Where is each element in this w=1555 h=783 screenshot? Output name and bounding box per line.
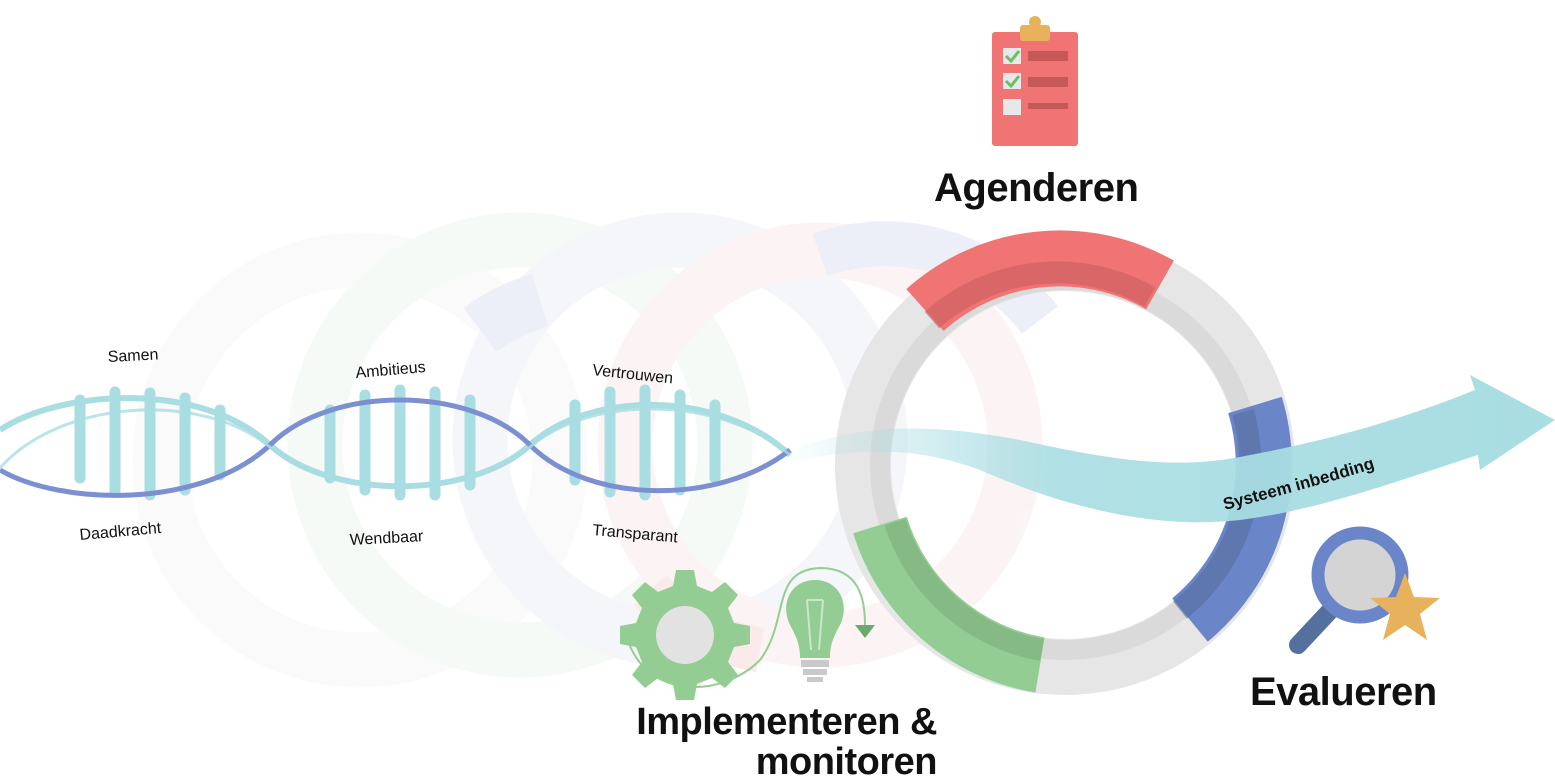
phase-title-implement-line1: Implementeren & — [636, 701, 937, 743]
gear-icon — [620, 570, 750, 700]
phase-title-evaluate: Evalueren — [1250, 670, 1437, 714]
clipboard-checklist-icon — [992, 16, 1078, 146]
dna-helix — [0, 384, 793, 501]
phase-title-agenda: Agenderen — [934, 166, 1139, 210]
value-top-2: Ambitieus — [355, 359, 426, 382]
agenda-segment — [906, 230, 1174, 332]
phase-title-implement-line2: monitoren — [755, 741, 938, 783]
process-loop-arrow — [624, 566, 866, 688]
value-top-1: Samen — [107, 346, 159, 366]
evaluate-segment — [1171, 396, 1292, 642]
implement-segment — [853, 516, 1046, 693]
lightbulb-icon — [786, 580, 844, 682]
phase-title-implement: Implementeren & monitoren — [597, 702, 937, 782]
magnifier-star-icon — [1289, 526, 1440, 654]
value-bottom-2: Wendbaar — [349, 528, 424, 549]
